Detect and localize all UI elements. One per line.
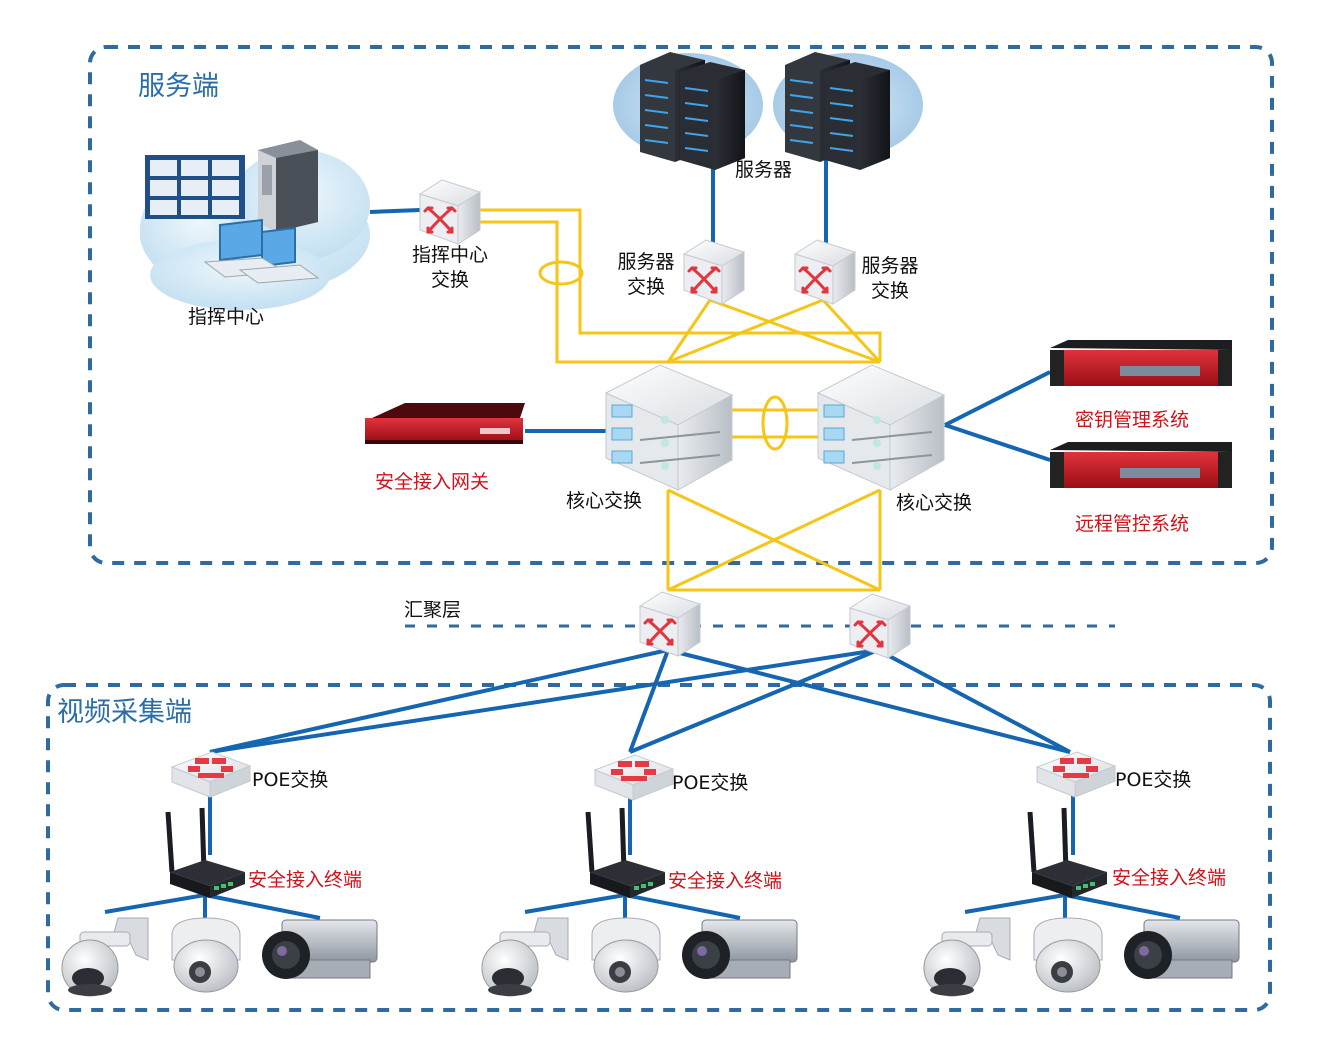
server-zone-border [88, 45, 1274, 565]
terminal-3-label: 安全接入终端 [1112, 867, 1227, 889]
core-switch-left-label: 核心交换 [566, 490, 643, 512]
servers-label: 服务器 [735, 159, 793, 181]
gateway-appliance-icon [365, 403, 525, 444]
command-center-switch-icon [418, 179, 482, 245]
remote-control-label: 远程管控系统 [1075, 513, 1190, 535]
router-icon [165, 807, 1107, 898]
server-switch-right-label: 服务器 交换 [861, 255, 919, 302]
key-management-label: 密钥管理系统 [1075, 409, 1190, 431]
core-switch-icon [604, 364, 946, 491]
blue-links [104, 150, 1181, 920]
video-zone-title: 视频采集端 [57, 697, 192, 728]
yellow-links [480, 208, 882, 592]
security-gateway-label: 安全接入网关 [375, 471, 490, 493]
dome-camera-icon [171, 917, 241, 993]
rack-appliance-icon [1050, 340, 1232, 488]
command-center-label: 指挥中心 [188, 306, 265, 328]
workstation-icon [203, 218, 320, 284]
ptz-camera-icon [61, 917, 149, 997]
camera-group [61, 917, 1240, 997]
poe-switch-1-label: POE交换 [252, 769, 329, 791]
server-tower-icon [258, 140, 318, 232]
monitor-wall-icon [145, 155, 245, 219]
aggregation-switch-left-icon [638, 591, 702, 657]
server-switch-right-icon [793, 239, 857, 305]
command-center-switch-label: 指挥中心 交换 [411, 244, 489, 291]
core-switch-right-label: 核心交换 [896, 492, 973, 514]
poe-switch-icon [170, 751, 1117, 801]
server-switch-left-icon [682, 239, 746, 305]
terminal-1-label: 安全接入终端 [248, 869, 363, 891]
terminal-2-label: 安全接入终端 [668, 870, 783, 892]
server-switch-left-label: 服务器 交换 [617, 251, 675, 298]
poe-switch-2-label: POE交换 [672, 772, 749, 794]
aggregation-label: 汇聚层 [404, 599, 462, 621]
box-camera-icon [262, 919, 378, 979]
aggregation-switch-right-icon [848, 593, 912, 659]
server-rack-icon [613, 52, 923, 170]
switch-icon [418, 179, 912, 659]
command-center-icon [140, 140, 370, 310]
server-zone-title: 服务端 [138, 71, 219, 102]
poe-switch-3-label: POE交换 [1115, 769, 1192, 791]
